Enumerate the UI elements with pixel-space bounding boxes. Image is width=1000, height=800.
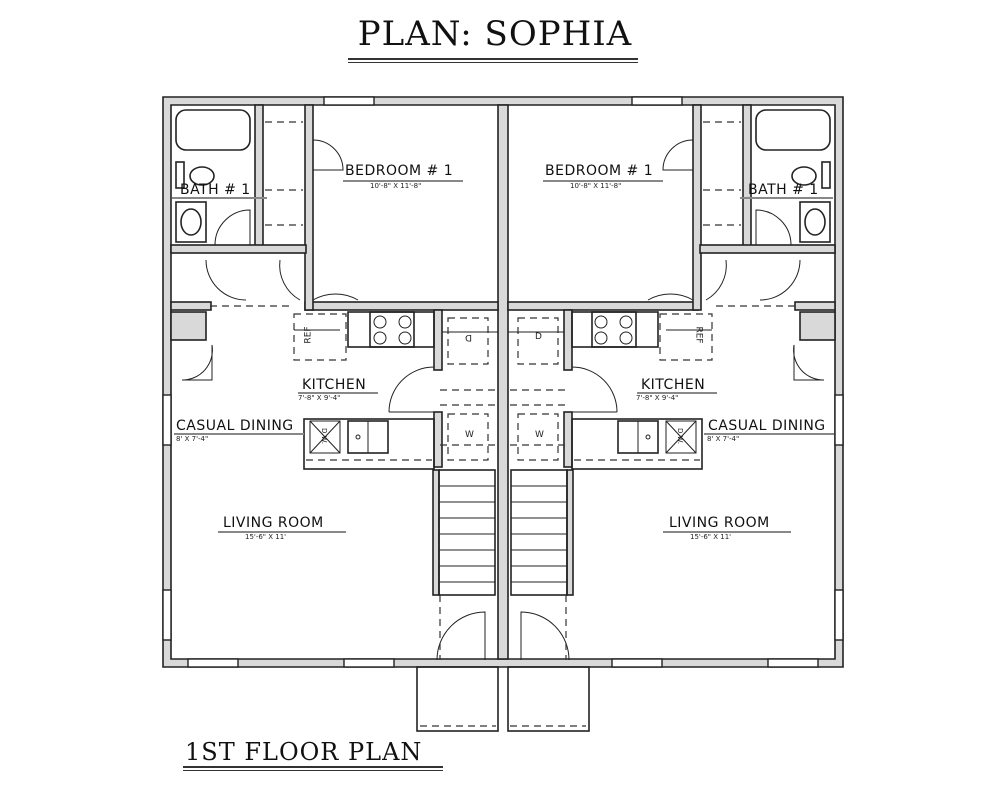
- label-underline: [343, 180, 463, 182]
- room-dims-kitchen: 7'-8" X 9'-4": [298, 394, 341, 402]
- fixture-washer: W: [465, 430, 474, 440]
- fixture-ref: REF: [693, 326, 704, 344]
- room-dims-living: 15'-6" X 11': [690, 533, 732, 541]
- room-dims-bedroom: 10'-8" X 11'-8": [370, 182, 422, 190]
- room-label-dining: CASUAL DINING: [708, 418, 826, 434]
- doors: [170, 139, 836, 661]
- label-underline: [218, 531, 346, 533]
- fixture-dryer: D: [465, 332, 472, 342]
- kitchens: [293, 311, 713, 470]
- porches: [416, 666, 590, 732]
- room-label-living: LIVING ROOM: [223, 515, 324, 531]
- room-label-bath: BATH # 1: [180, 182, 251, 198]
- bath-fixtures: [175, 109, 831, 243]
- plan-title: PLAN: SOPHIA: [357, 14, 633, 54]
- room-label-bedroom: BEDROOM # 1: [345, 163, 454, 179]
- room-label-bedroom: BEDROOM # 1: [545, 163, 654, 179]
- room-dims-bedroom: 10'-8" X 11'-8": [570, 182, 622, 190]
- room-label-kitchen: KITCHEN: [302, 377, 367, 393]
- label-underline: [740, 197, 833, 199]
- room-dims-living: 15'-6" X 11': [245, 533, 287, 541]
- label-underline: [637, 392, 717, 394]
- fixture-dishwasher: D.W.: [675, 428, 684, 444]
- room-label-kitchen: KITCHEN: [641, 377, 706, 393]
- label-underline: [704, 433, 834, 435]
- windows: [162, 96, 844, 668]
- fixture-dryer: D: [535, 332, 542, 342]
- room-dims-dining: 8' X 7'-4": [176, 435, 209, 443]
- label-underline: [174, 433, 304, 435]
- room-label-living: LIVING ROOM: [669, 515, 770, 531]
- laundry: [440, 317, 566, 461]
- room-dims-dining: 8' X 7'-4": [707, 435, 740, 443]
- room-dims-kitchen: 7'-8" X 9'-4": [636, 394, 679, 402]
- outer-walls: [162, 96, 844, 668]
- fixture-ref: REF: [303, 326, 314, 344]
- room-label-dining: CASUAL DINING: [176, 418, 294, 434]
- room-label-bath: BATH # 1: [748, 182, 819, 198]
- label-underline: [663, 531, 791, 533]
- label-underline: [543, 180, 663, 182]
- floor-label: 1ST FLOOR PLAN: [185, 738, 423, 766]
- label-underline: [298, 392, 378, 394]
- title-underline: [348, 58, 638, 63]
- fixture-washer: W: [535, 430, 544, 440]
- stairs: [438, 469, 568, 660]
- fixture-dishwasher: D.W.: [319, 428, 328, 444]
- floor-label-underline: [183, 766, 443, 771]
- label-underline: [172, 197, 267, 199]
- closet-shelves: [210, 121, 796, 307]
